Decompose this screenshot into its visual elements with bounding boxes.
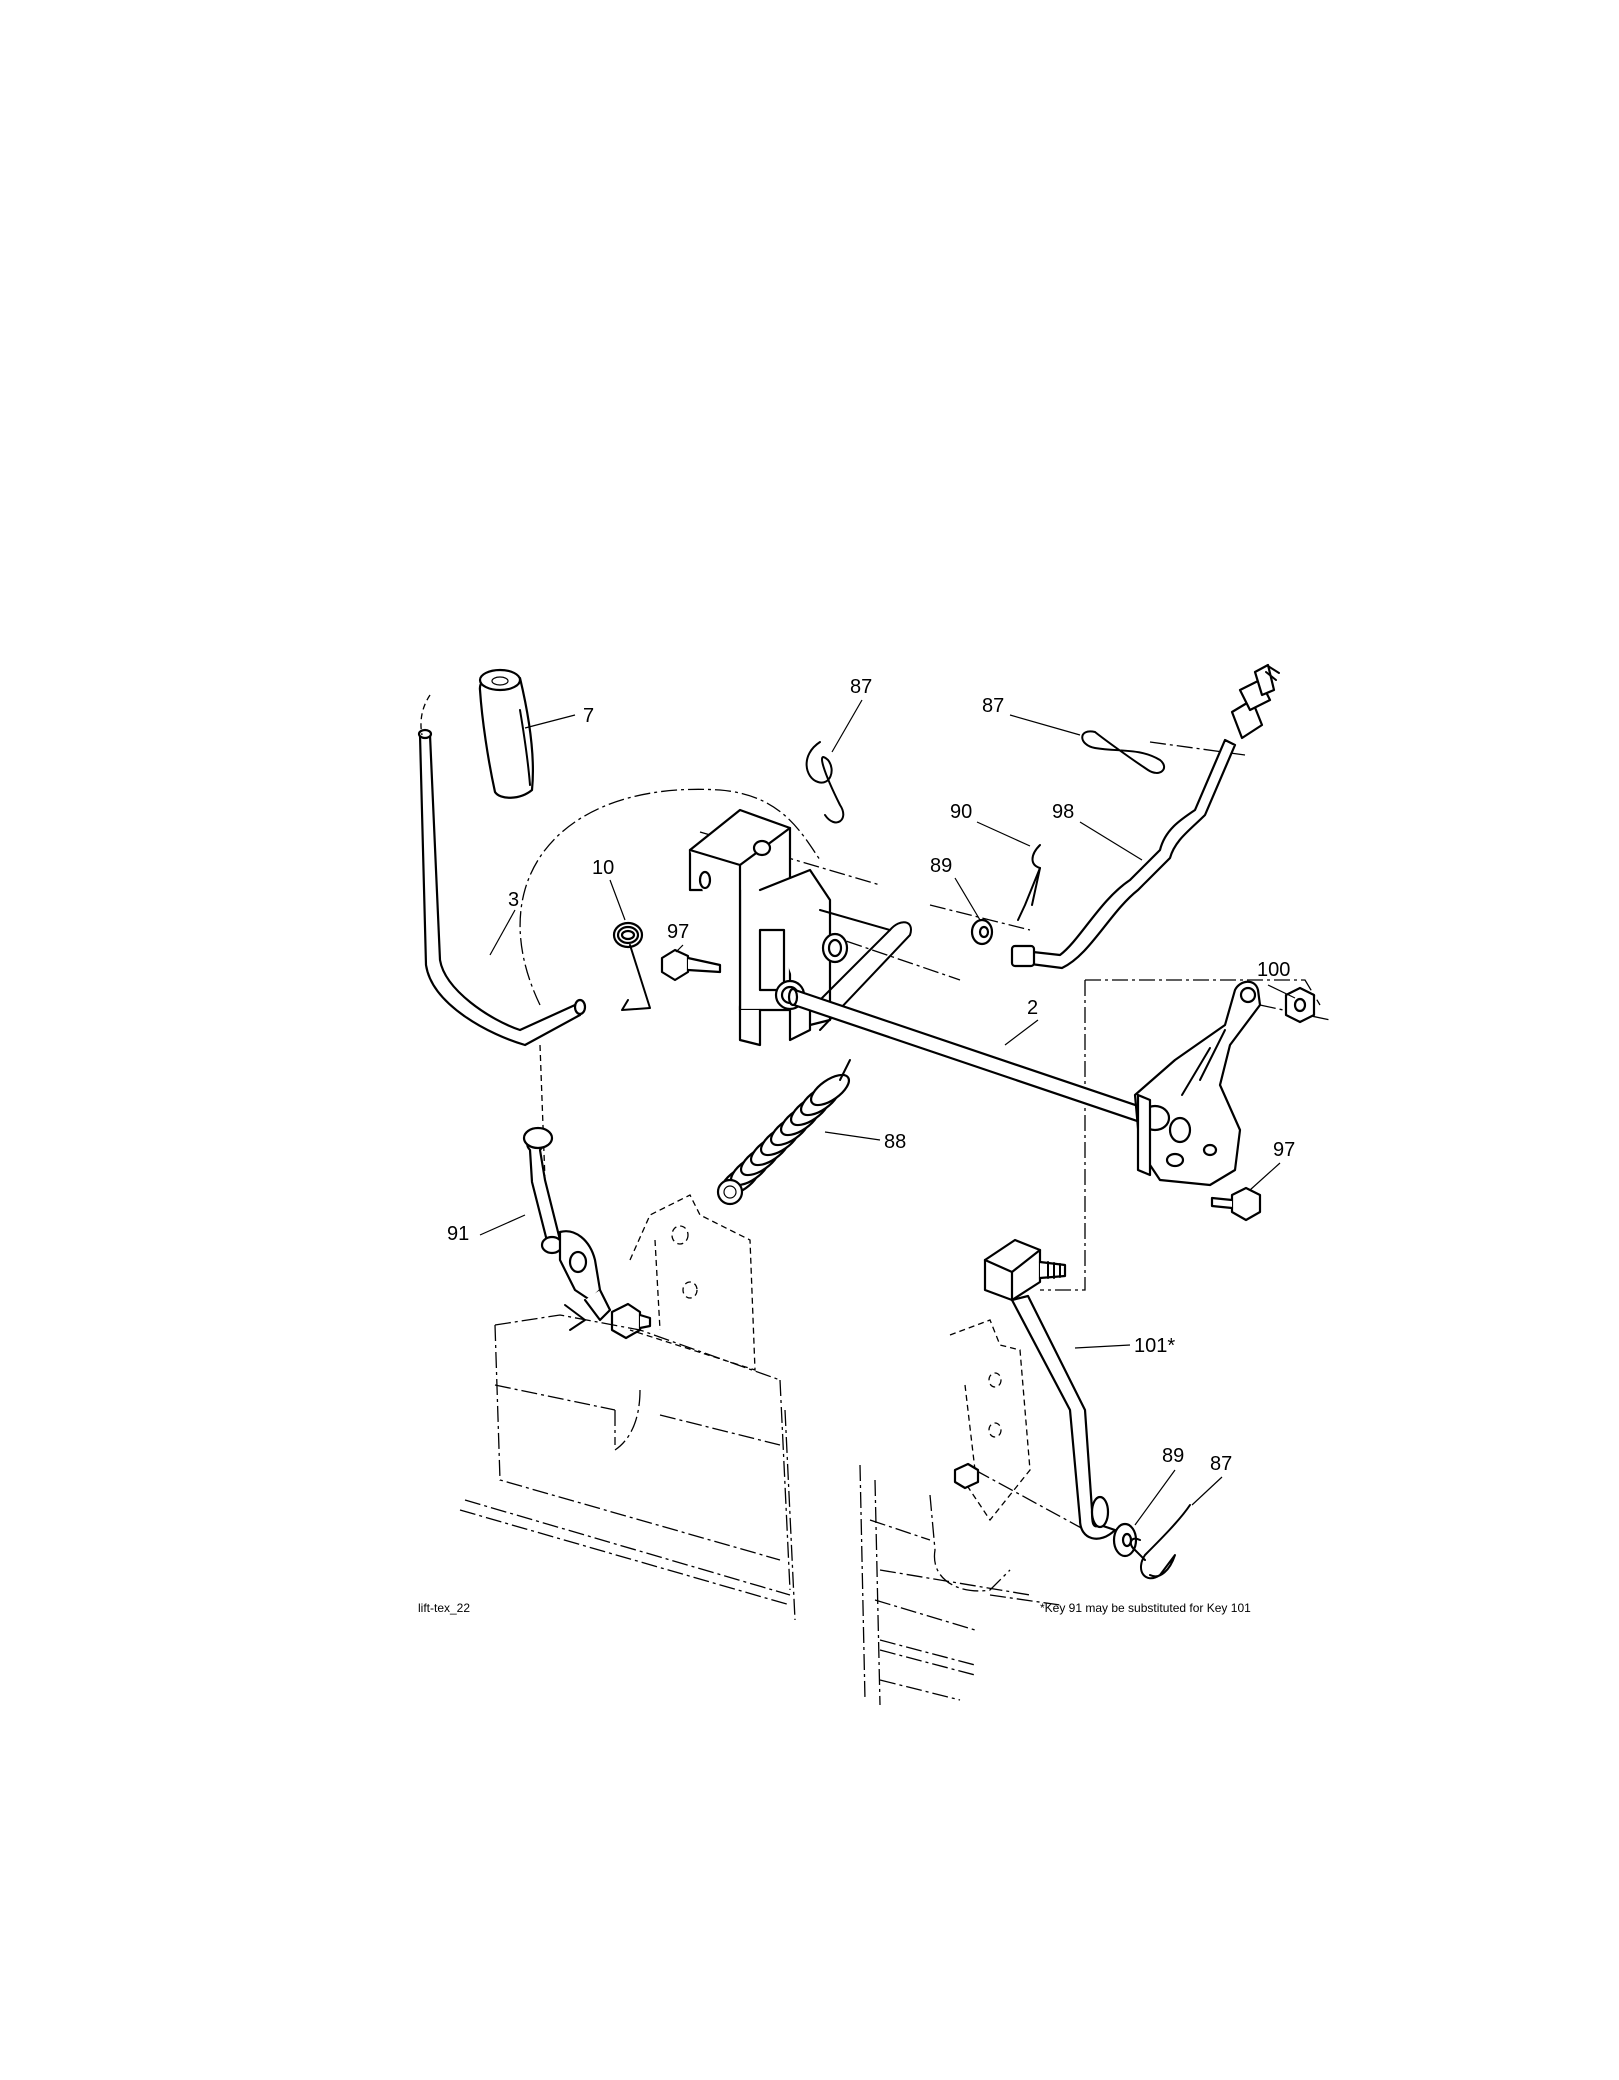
lift-bracket	[688, 808, 849, 1047]
callout-101: 101*	[1134, 1335, 1175, 1357]
figure-id: lift-tex_22	[418, 1601, 470, 1615]
hairpin-clip-part-87-c	[1129, 1504, 1191, 1580]
callout-7: 7	[583, 705, 594, 727]
callout-10: 10	[592, 857, 614, 879]
lift-lever-part-3	[417, 694, 587, 1181]
callout-87-lower: 87	[1210, 1453, 1232, 1475]
callout-3: 3	[508, 889, 519, 911]
right-deck-outline	[859, 1464, 1061, 1706]
left-deck-outline	[459, 1314, 796, 1621]
lift-arm-right	[1133, 980, 1262, 1187]
washer-part-89-lower	[1112, 1522, 1138, 1558]
footnote: *Key 91 may be substituted for Key 101	[1040, 1601, 1251, 1615]
hairpin-clip-part-87-b	[1081, 730, 1166, 774]
bolt-part-97-upper	[660, 948, 722, 982]
callout-91: 91	[447, 1223, 469, 1245]
callout-87-upper-right: 87	[982, 695, 1004, 717]
bolt-part-97-lower	[1210, 1186, 1262, 1222]
washer-part-89-upper	[970, 918, 994, 946]
callout-89-lower: 89	[1162, 1445, 1184, 1467]
callout-97-lower: 97	[1273, 1139, 1295, 1161]
torsion-spring-part-10	[612, 921, 651, 1011]
handle-grip-part-7	[478, 668, 534, 799]
callout-88: 88	[884, 1131, 906, 1153]
nut-part-100	[1284, 986, 1316, 1024]
left-deck-hanger	[629, 1194, 756, 1371]
callout-97-upper: 97	[667, 921, 689, 943]
callout-87-upper-center: 87	[850, 676, 872, 698]
adjustment-rod-part-98	[1010, 663, 1280, 970]
lift-shaft-part-2	[787, 987, 1152, 1126]
right-deck-hanger	[949, 1319, 1031, 1522]
callout-100: 100	[1257, 959, 1290, 981]
lift-link-part-91	[522, 1126, 652, 1340]
hairpin-clip-part-87-a	[805, 741, 845, 824]
wire-link	[809, 909, 912, 1031]
cotter-pin-part-90	[1017, 844, 1041, 921]
extension-spring-part-88	[716, 1059, 851, 1206]
leader-lines	[479, 699, 1296, 1526]
lift-link-part-101	[983, 1238, 1117, 1540]
callout-labels: 7 3 10 97 87 87 90 98 89 100 2 88 97 91 …	[447, 676, 1295, 1475]
callout-89-upper: 89	[930, 855, 952, 877]
callout-98: 98	[1052, 801, 1074, 823]
callout-90: 90	[950, 801, 972, 823]
callout-2: 2	[1027, 997, 1038, 1019]
